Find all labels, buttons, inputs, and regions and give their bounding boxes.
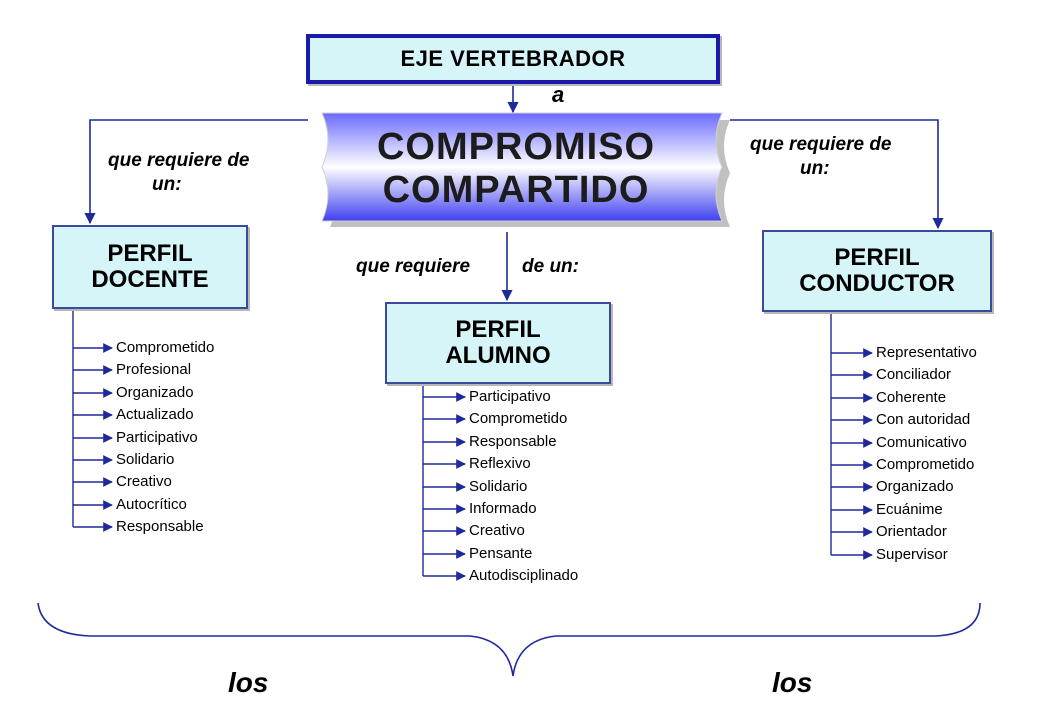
branches-alumno <box>422 386 466 581</box>
perfil-conductor-box: PERFIL CONDUCTOR <box>762 230 992 312</box>
list-docente: Comprometido Profesional Organizado Actu… <box>116 337 214 539</box>
list-item: Responsable <box>116 518 204 536</box>
requiere-right-line1: que requiere de <box>750 134 892 155</box>
list-item: Reflexivo <box>469 455 531 473</box>
list-item: Participativo <box>469 388 551 405</box>
list-item: Autodisciplinado <box>469 567 579 585</box>
list-item: Creativo <box>116 473 172 491</box>
list-item: Con autoridad <box>876 411 971 429</box>
list-conductor: Representativo Conciliador Coherente Con… <box>876 342 977 566</box>
list-item: Orientador <box>876 523 947 541</box>
perfil-docente-line1: PERFIL <box>107 239 193 267</box>
list-item: Comunicativo <box>876 433 967 451</box>
list-item: Responsable <box>469 432 557 450</box>
perfil-conductor-line2: CONDUCTOR <box>799 270 955 297</box>
list-item: Participativo <box>116 428 198 446</box>
perfil-alumno-line1: PERFIL <box>455 315 541 343</box>
bottom-label-left: los <box>228 667 269 698</box>
list-item: Coherente <box>876 388 947 406</box>
perfil-conductor-line1: PERFIL <box>834 243 920 271</box>
list-item: Comprometido <box>876 456 975 474</box>
arrow-to-conductor <box>730 119 944 230</box>
perfil-alumno-line2: ALUMNO <box>445 342 551 369</box>
requiere-center-part1: que requiere <box>356 256 471 277</box>
list-item: Profesional <box>116 361 192 379</box>
bottom-brace <box>37 602 981 677</box>
list-item: Supervisor <box>876 545 948 563</box>
list-item: Solidario <box>116 451 175 469</box>
list-alumno: Participativo Comprometido Responsable R… <box>469 386 578 588</box>
connector-a-label: a <box>552 82 565 107</box>
list-item: Organizado <box>876 478 954 496</box>
list-item: Comprometido <box>116 339 215 356</box>
list-item: Pensante <box>469 544 533 562</box>
list-item: Creativo <box>469 522 525 540</box>
perfil-alumno-box: PERFIL ALUMNO <box>385 302 611 384</box>
list-item: Comprometido <box>469 410 568 428</box>
eje-vertebrador-box: EJE VERTEBRADOR <box>306 34 720 84</box>
compromiso-banner <box>321 112 730 227</box>
list-item: Informado <box>469 500 537 518</box>
requiere-right-line2: un: <box>800 158 830 179</box>
requiere-left-line1: que requiere de <box>108 150 250 171</box>
requiere-left-line2: un: <box>152 174 182 195</box>
compromiso-line1: COMPROMISO <box>376 126 656 169</box>
compromiso-compartido-title: COMPROMISO COMPARTIDO <box>307 113 725 225</box>
list-item: Conciliador <box>876 366 952 384</box>
list-item: Ecuánime <box>876 500 943 518</box>
bottom-label-right: los <box>772 667 813 698</box>
list-item: Representativo <box>876 344 977 361</box>
perfil-docente-line2: DOCENTE <box>91 266 209 293</box>
list-item: Actualizado <box>116 406 194 424</box>
list-item: Solidario <box>469 477 528 495</box>
list-item: Autocrítico <box>116 495 187 513</box>
branches-docente <box>72 311 113 532</box>
compromiso-line2: COMPARTIDO <box>382 169 650 211</box>
arrow-to-docente <box>84 119 308 225</box>
requiere-center-part2: de un: <box>522 256 579 277</box>
eje-vertebrador-label: EJE VERTEBRADOR <box>400 45 626 71</box>
branches-conductor <box>830 314 873 560</box>
list-item: Organizado <box>116 383 194 401</box>
perfil-docente-box: PERFIL DOCENTE <box>52 225 248 309</box>
